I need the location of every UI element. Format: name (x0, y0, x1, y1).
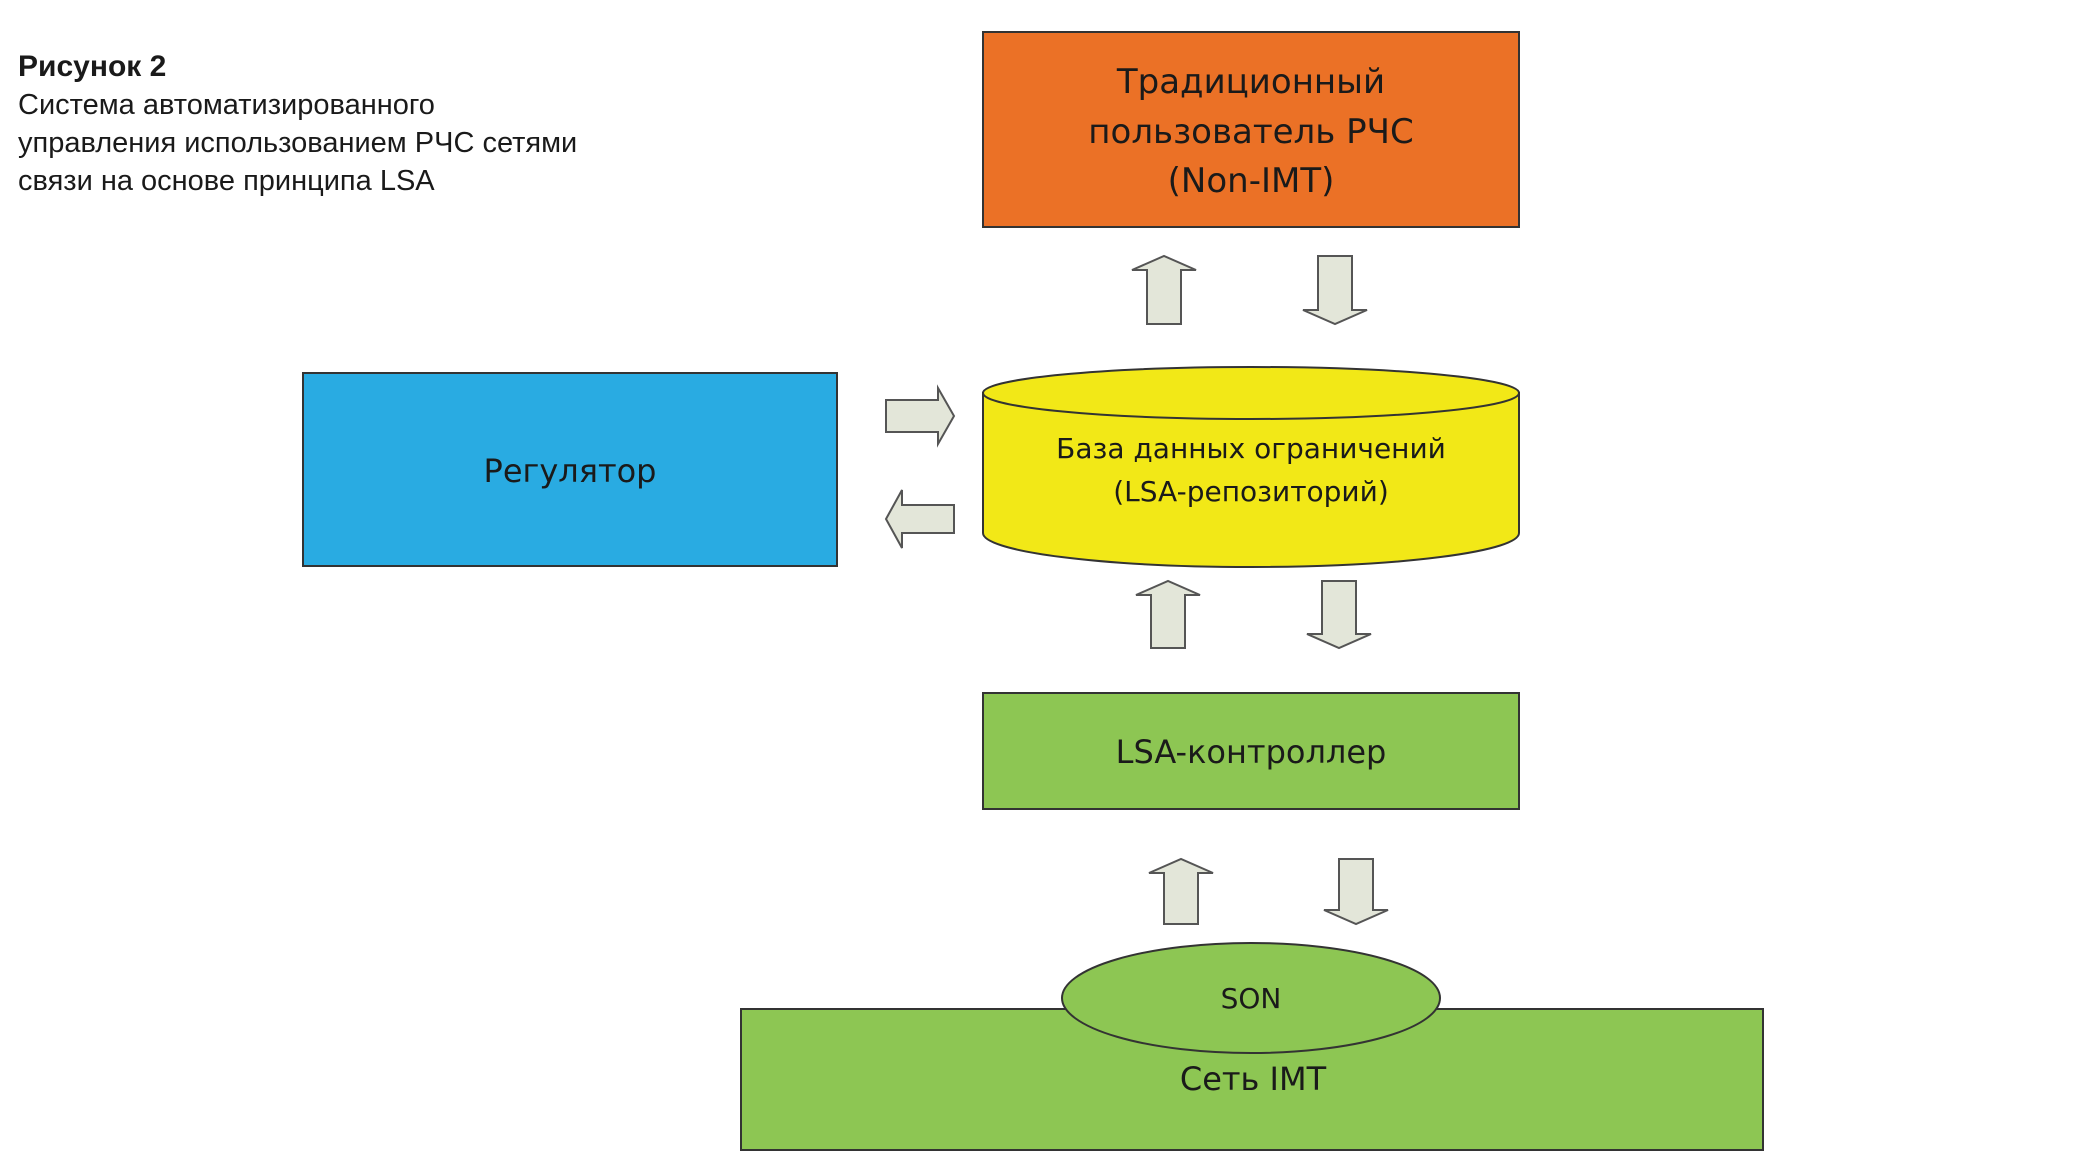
figure-number: Рисунок 2 (18, 50, 167, 83)
up-arrow-icon (1148, 857, 1214, 925)
figure-caption: Рисунок 2 Система автоматизированного уп… (18, 48, 718, 200)
up-arrow-icon (1135, 579, 1201, 649)
regulator-node: Регулятор (302, 372, 838, 567)
down-arrow-icon (1323, 858, 1389, 926)
legacy-user-box (982, 31, 1520, 228)
database-label-1: База данных ограничений (1056, 432, 1446, 465)
left-arrow-icon (884, 489, 955, 549)
down-arrow-icon (1306, 580, 1372, 650)
lsa-controller-label: LSA-контроллер (1116, 733, 1387, 771)
right-arrow-icon (885, 384, 956, 448)
lsa-controller-node: LSA-контроллер (982, 692, 1520, 810)
database-label-2: (LSA-репозиторий) (1113, 475, 1389, 508)
lsa-controller-box (982, 692, 1520, 810)
regulator-box (302, 372, 838, 567)
son-ellipse (1061, 942, 1441, 1054)
up-arrow-icon (1131, 254, 1197, 325)
legacy-user-label-1: Традиционный (1116, 62, 1385, 102)
son-node: SON (1061, 942, 1441, 1054)
down-arrow-icon (1302, 255, 1368, 326)
legacy-user-node: Традиционный пользователь РЧС (Non-IMT) (982, 31, 1520, 228)
legacy-user-label-3: (Non-IMT) (1168, 161, 1335, 201)
database-cylinder-body (982, 392, 1520, 568)
database-node: База данных ограничений (LSA-репозиторий… (982, 366, 1520, 568)
figure-title: Система автоматизированного управления и… (18, 89, 578, 197)
database-cylinder-top (982, 366, 1520, 420)
imt-network-label: Сеть IMT (1180, 1060, 1327, 1098)
regulator-label: Регулятор (484, 452, 657, 490)
son-label: SON (1221, 982, 1282, 1015)
legacy-user-label-2: пользователь РЧС (1088, 112, 1413, 152)
arrows-group (884, 254, 1389, 926)
